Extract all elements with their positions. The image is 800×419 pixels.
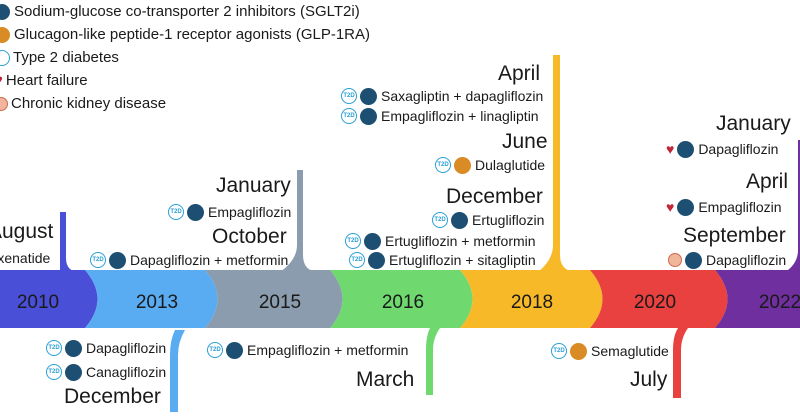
- year-label-2010: 2010: [16, 292, 60, 313]
- sglt2i-dot-icon: [65, 339, 82, 357]
- t2d-icon: T2D: [46, 340, 62, 356]
- t2d-icon: T2D: [46, 364, 62, 380]
- year-label-2016: 2016: [381, 292, 425, 313]
- month-december-2017: December: [446, 185, 543, 208]
- stem-2016: [426, 328, 440, 395]
- t2d-icon: T2D: [90, 252, 106, 268]
- legend-item-heart-failure: ♥Heart failure: [0, 69, 370, 92]
- segment-2018: [460, 270, 603, 328]
- sglt2i-dot-icon: [677, 140, 695, 158]
- sglt2i-dot-icon: [0, 3, 10, 20]
- glp1ra-dot-icon: [570, 342, 587, 360]
- legend-item-ckd: Chronic kidney disease: [0, 92, 370, 115]
- t2d-icon: T2D: [345, 233, 361, 249]
- sglt2i-dot-icon: [360, 107, 377, 125]
- sglt2i-dot-icon: [109, 251, 126, 269]
- month-april-2017: April: [498, 62, 541, 85]
- month-january-2021: January: [716, 112, 791, 135]
- stem-2015: [280, 170, 320, 272]
- drug-empagliflozin-hf: ♥Empagliflozin: [666, 198, 782, 216]
- stem-2013: [170, 330, 185, 412]
- month-june-2017: June: [502, 130, 548, 153]
- drug-dapagliflozin-ckd: Dapagliflozin: [668, 250, 786, 270]
- month-march-2016: March: [356, 368, 415, 391]
- legend-item-sglt2i: Sodium-glucose co-transporter 2 inhibito…: [0, 0, 370, 23]
- drug-exenatide: Exenatide: [0, 250, 51, 266]
- legend-item-t2d: Type 2 diabetes: [0, 46, 370, 69]
- month-august-2010: August: [0, 220, 54, 243]
- kidney-icon: [0, 96, 8, 111]
- t2d-icon: T2D: [349, 252, 365, 268]
- segment-2010: [0, 270, 98, 328]
- segment-2022: [715, 270, 800, 328]
- sglt2i-dot-icon: [677, 198, 695, 216]
- glp1ra-dot-icon: [0, 26, 10, 43]
- sglt2i-dot-icon: [685, 251, 702, 269]
- year-label-2013: 2013: [135, 292, 179, 313]
- t2d-icon: T2D: [341, 88, 357, 104]
- t2d-icon: T2D: [551, 343, 567, 359]
- t2d-icon: T2D: [432, 212, 448, 228]
- year-label-2015: 2015: [258, 292, 302, 313]
- glp1ra-dot-icon: [454, 156, 471, 174]
- segment-2013: [85, 270, 218, 328]
- t2d-icon: T2D: [207, 342, 223, 358]
- heart-icon: ♥: [666, 141, 675, 157]
- month-december-2013: December: [64, 385, 161, 408]
- year-label-2022: 2022: [758, 292, 800, 313]
- t2d-icon: T2D: [435, 157, 451, 173]
- segment-2020: [590, 270, 728, 328]
- month-october-2015: October: [212, 225, 287, 248]
- sglt2i-dot-icon: [364, 232, 381, 250]
- heart-icon: ♥: [666, 199, 675, 215]
- drug-dapagliflozin-hf: ♥Dapagliflozin: [666, 140, 779, 158]
- sglt2i-dot-icon: [451, 211, 468, 229]
- stem-2022: [788, 140, 800, 270]
- sglt2i-dot-icon: [187, 203, 204, 221]
- t2d-icon: T2D: [168, 204, 184, 220]
- sglt2i-dot-icon: [360, 87, 377, 105]
- legend: Sodium-glucose co-transporter 2 inhibito…: [0, 0, 370, 115]
- month-september-2021: September: [683, 224, 786, 247]
- kidney-icon: [668, 253, 682, 267]
- sglt2i-dot-icon: [65, 363, 82, 381]
- heart-icon: ♥: [0, 73, 3, 88]
- legend-item-glp1ra: Glucagon-like peptide-1 receptor agonist…: [0, 23, 370, 46]
- stem-2020: [673, 328, 688, 398]
- year-label-2018: 2018: [510, 292, 554, 313]
- segment-2015: [205, 270, 343, 328]
- t2d-icon: T2D: [341, 108, 357, 124]
- month-january-2015: January: [216, 174, 291, 197]
- stem-2018: [538, 55, 578, 272]
- sglt2i-dot-icon: [226, 341, 243, 359]
- segment-2016: [330, 270, 473, 328]
- t2d-icon: [0, 49, 10, 66]
- year-label-2020: 2020: [633, 292, 677, 313]
- month-july-2020: July: [630, 368, 668, 391]
- stem-2010: [60, 212, 80, 272]
- month-april-2021: April: [746, 170, 789, 193]
- sglt2i-dot-icon: [368, 251, 385, 269]
